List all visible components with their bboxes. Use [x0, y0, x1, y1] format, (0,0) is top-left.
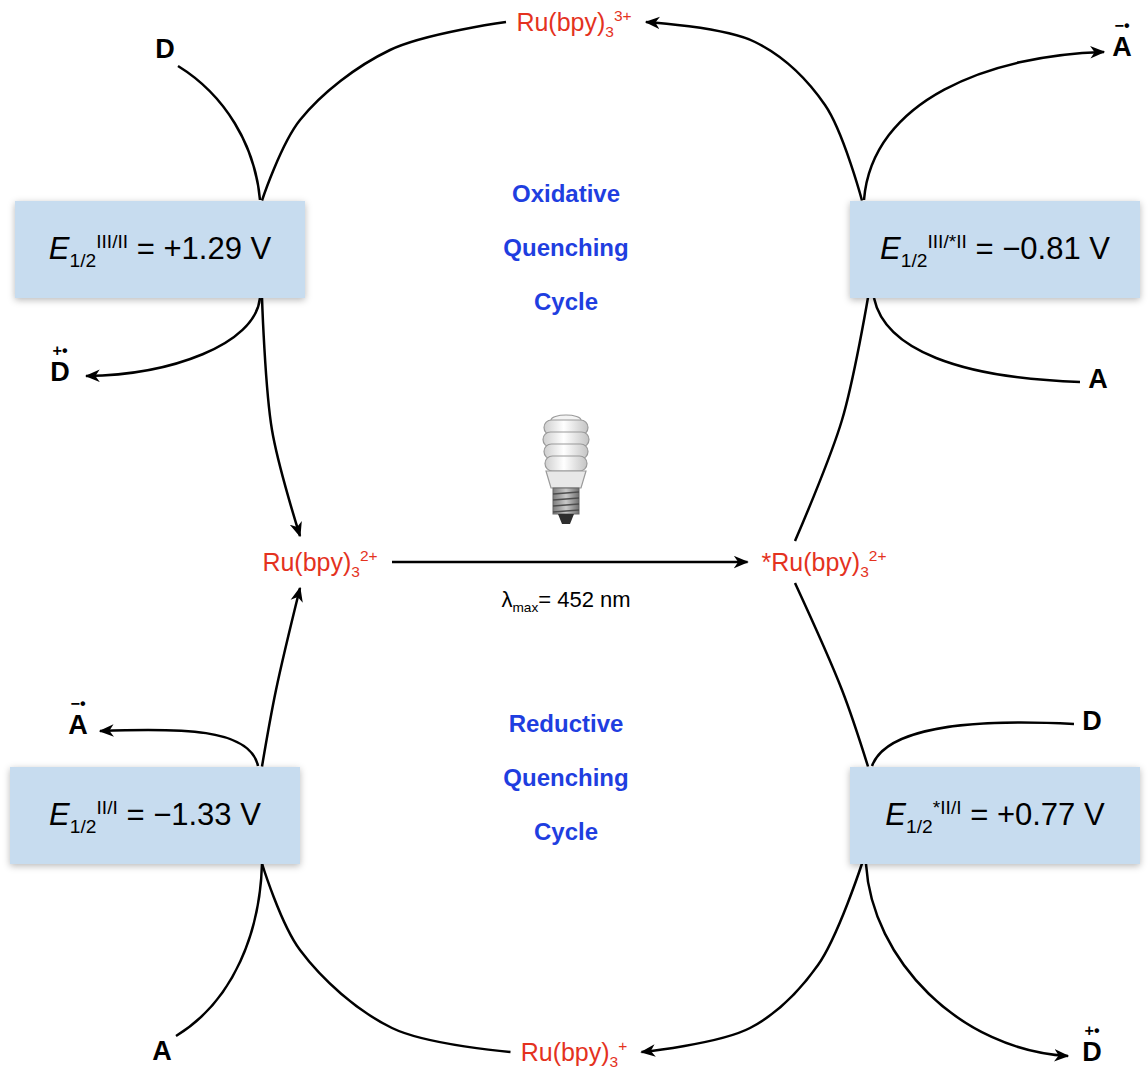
bulb-contact	[558, 514, 574, 524]
species-node: Ru(bpy)3+	[517, 1034, 632, 1070]
superscript: *II/I	[933, 797, 962, 818]
acceptor-line	[874, 298, 1080, 382]
species-formula: Ru(bpy)32+	[262, 547, 377, 577]
cycle-arrow	[642, 864, 863, 1053]
potential-symbol: E	[880, 231, 901, 266]
potential-box: E1/2*II/I = +0.77 V	[850, 767, 1140, 864]
potential-box: E1/2III/*II = −0.81 V	[850, 201, 1140, 298]
text-part: Ru(bpy)	[262, 548, 351, 576]
reagent-label: A	[152, 1037, 172, 1067]
subscript: 3	[605, 23, 614, 40]
radical-arrow	[864, 52, 1104, 200]
reagent-label: A−•	[68, 695, 88, 741]
species-node: *Ru(bpy)32+	[758, 544, 891, 580]
bulb-coil	[545, 456, 587, 471]
superscript: 2+	[869, 547, 887, 564]
cycle-arrow	[262, 298, 300, 537]
bulb-thread	[553, 492, 579, 512]
subscript: 1/2	[906, 816, 933, 837]
potential-symbol: E	[49, 797, 70, 832]
radical-base: D	[1082, 1038, 1102, 1068]
radical-base: A	[68, 711, 88, 741]
cycle-arrow	[795, 583, 868, 767]
text-part: = +0.77 V	[962, 797, 1105, 832]
potential-symbol: E	[49, 231, 70, 266]
potential-box: E1/2II/I = −1.33 V	[10, 767, 300, 864]
superscript: III/*II	[927, 231, 967, 252]
superscript: III/II	[96, 231, 128, 252]
subscript: 1/2	[70, 816, 97, 837]
text-part: Ru(bpy)	[521, 1038, 610, 1066]
superscript: II/I	[96, 797, 117, 818]
radical-arrow	[100, 730, 258, 766]
text-part: *Ru(bpy)	[762, 548, 861, 576]
donor-line	[178, 66, 260, 200]
reagent-label: D+•	[50, 342, 70, 388]
radical-charge: +•	[52, 342, 67, 358]
cycle-arrow	[262, 588, 300, 767]
cycle-arrow	[262, 22, 506, 201]
acceptor-line	[176, 864, 262, 1036]
superscript: 3+	[614, 7, 632, 24]
radical-arrow	[86, 298, 260, 376]
text-part: λ	[501, 587, 512, 612]
subscript: 1/2	[69, 250, 96, 271]
species-formula: Ru(bpy)33+	[516, 7, 631, 37]
species-node: Ru(bpy)32+	[258, 544, 382, 580]
potential-text: E1/2III/II = +1.29 V	[49, 230, 271, 267]
cycle-title: Oxidative Quenching Cycle	[491, 167, 641, 329]
text-part: = −1.33 V	[118, 797, 261, 832]
text-part: Ru(bpy)	[516, 8, 605, 36]
potential-box: E1/2III/II = +1.29 V	[15, 201, 305, 298]
subscript: 3	[860, 563, 869, 580]
species-formula: *Ru(bpy)32+	[762, 547, 887, 577]
cycle-arrow	[392, 561, 748, 564]
subscript: max	[512, 600, 538, 615]
bulb-neck	[546, 471, 586, 488]
bulb-base	[553, 488, 579, 514]
text-part: = −0.81 V	[967, 231, 1110, 266]
text-part: = 452 nm	[538, 587, 630, 612]
cycle-title: Reductive Quenching Cycle	[491, 697, 641, 859]
donor-line	[872, 723, 1074, 766]
radical-charge: +•	[1084, 1022, 1099, 1038]
potential-text: E1/2III/*II = −0.81 V	[880, 230, 1110, 267]
cycle-arrow	[646, 22, 862, 201]
radical-arrow	[866, 864, 1068, 1056]
reagent-label: D+•	[1082, 1022, 1102, 1068]
light-bulb	[543, 415, 589, 524]
radical-charge: −•	[70, 695, 85, 711]
cycle-arrow	[795, 298, 868, 542]
subscript: 3	[610, 1053, 619, 1070]
text-part: = +1.29 V	[128, 231, 271, 266]
subscript: 1/2	[901, 250, 928, 271]
superscript: 2+	[360, 547, 378, 564]
radical-base: D	[50, 358, 70, 388]
reagent-label: A−•	[1112, 17, 1132, 63]
cycle-arrow	[262, 864, 511, 1053]
potential-text: E1/2*II/I = +0.77 V	[885, 796, 1104, 833]
superscript: +	[618, 1037, 627, 1054]
potential-symbol: E	[885, 797, 906, 832]
reagent-label: D	[155, 35, 175, 65]
species-node: Ru(bpy)33+	[512, 4, 636, 40]
subscript: 3	[351, 563, 360, 580]
radical-base: A	[1112, 33, 1132, 63]
wavelength-label: λmax= 452 nm	[497, 587, 634, 613]
potential-text: E1/2II/I = −1.33 V	[49, 796, 261, 833]
radical-charge: −•	[1114, 17, 1129, 33]
reagent-label: D	[1082, 707, 1102, 737]
species-formula: Ru(bpy)3+	[521, 1037, 628, 1067]
reagent-label: A	[1088, 365, 1108, 395]
